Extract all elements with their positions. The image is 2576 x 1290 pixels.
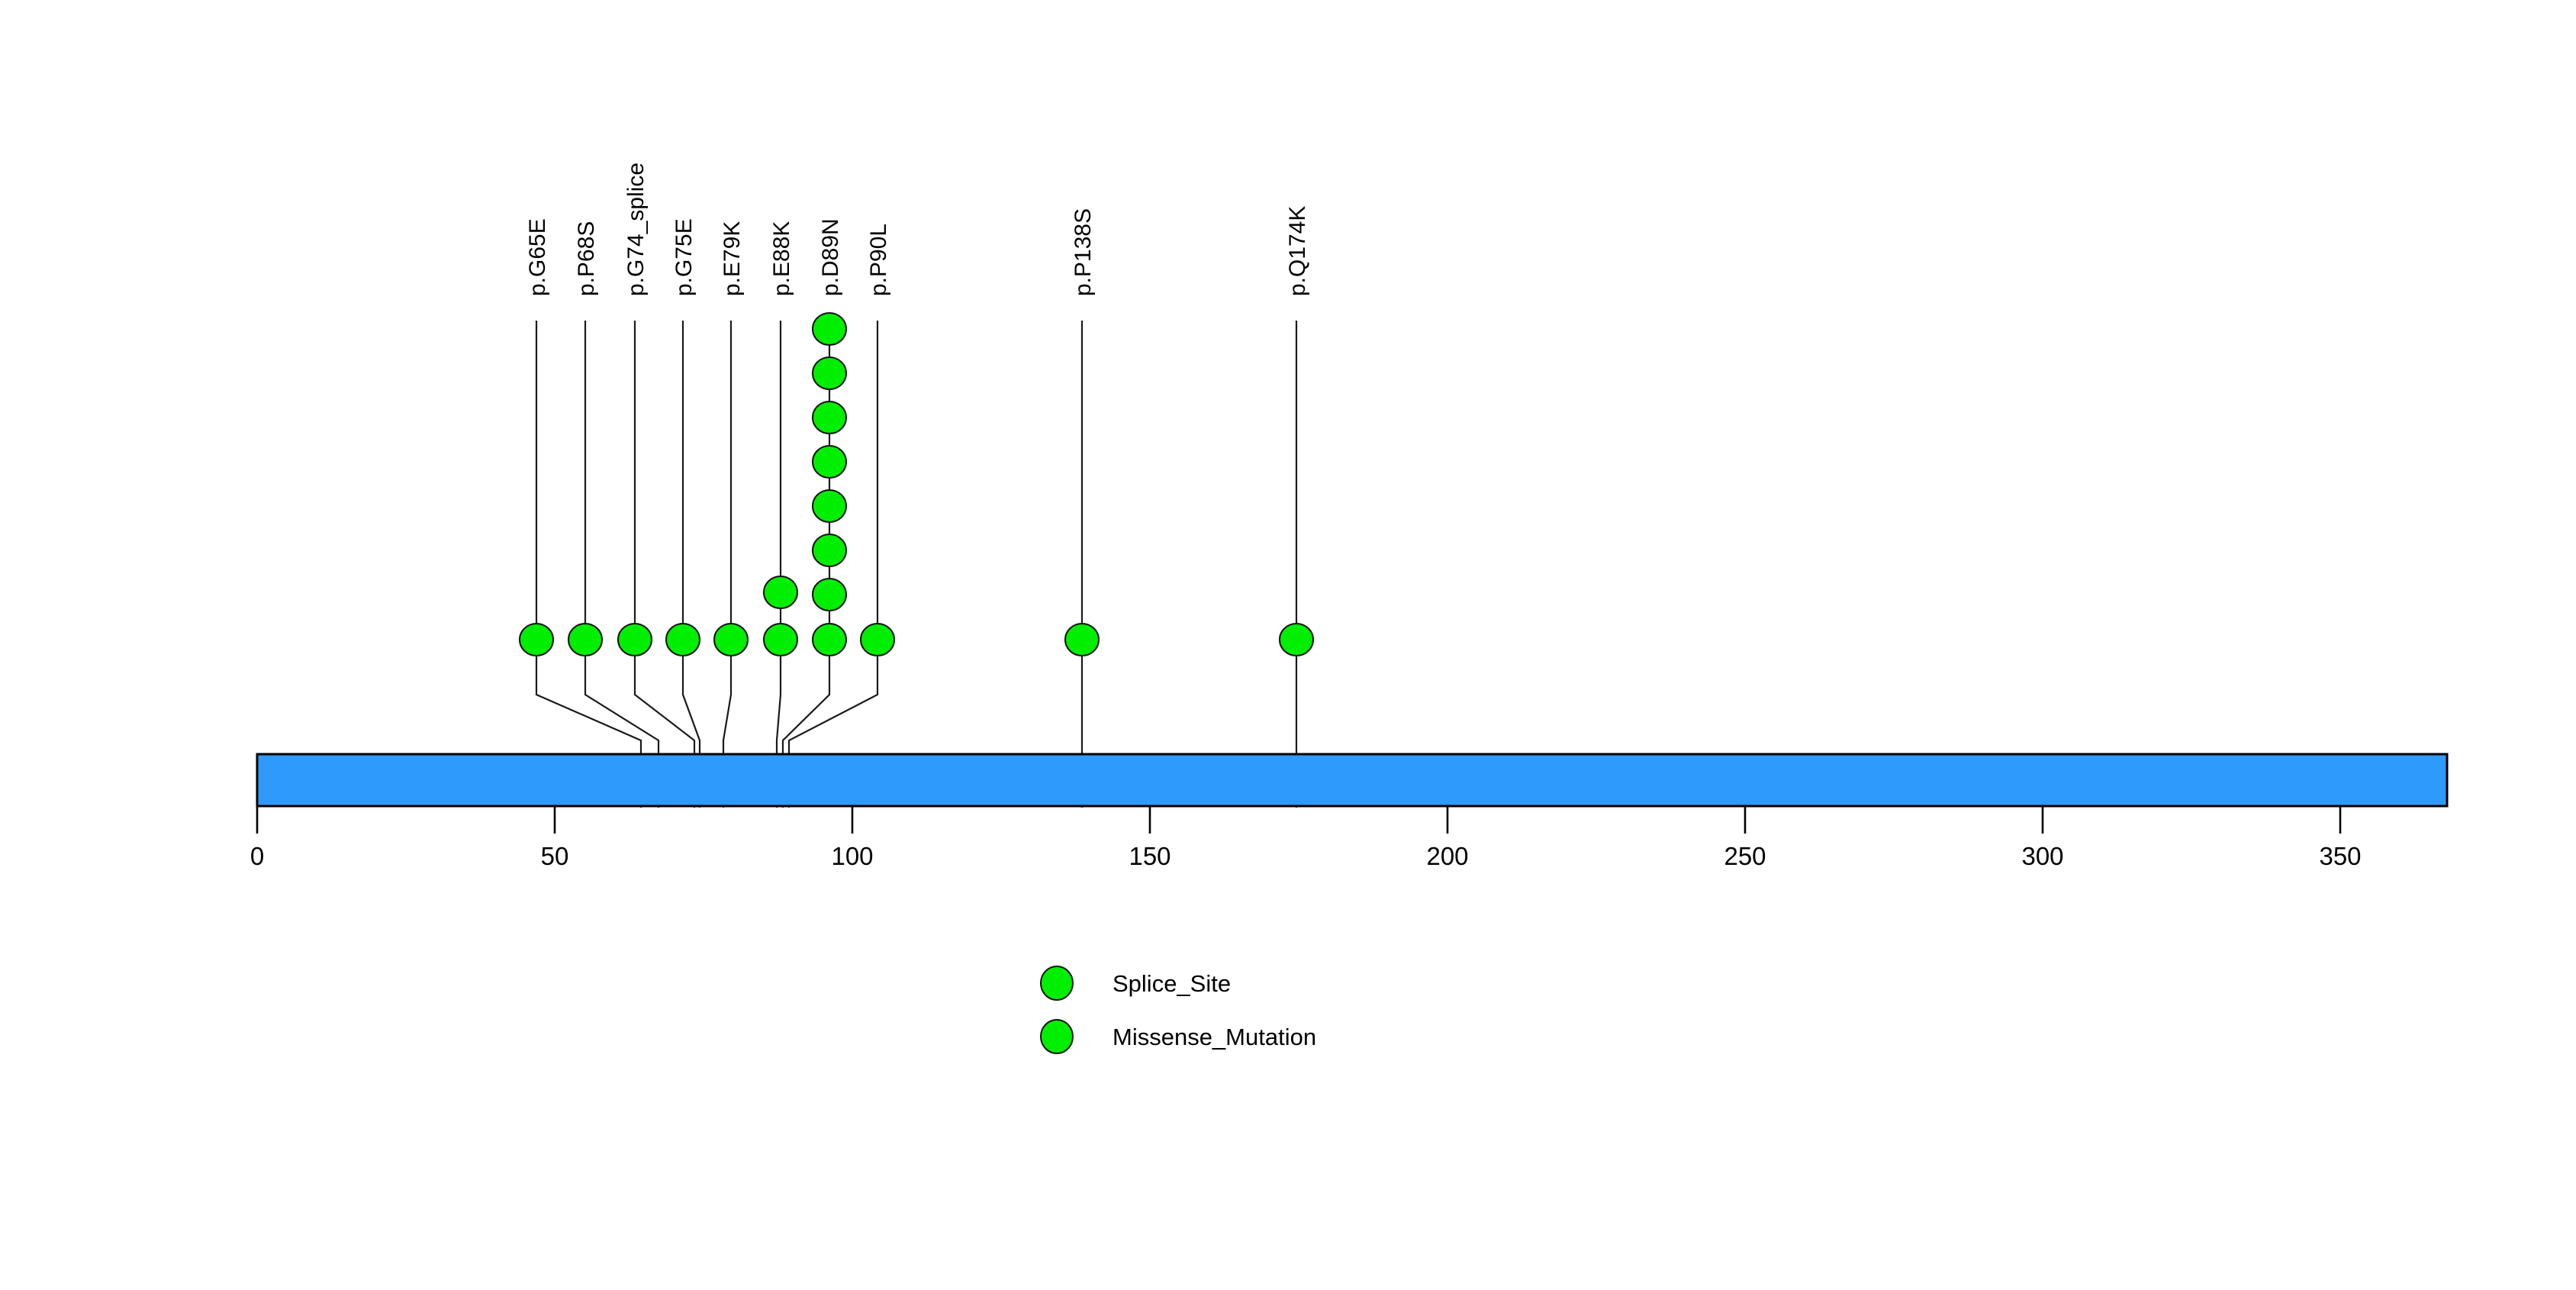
lollipop-marker-p-P90L-1[interactable] — [860, 623, 895, 656]
lollipop-marker-p-D89N-2[interactable] — [812, 578, 847, 611]
mutation-label-p-D89N: p.D89N — [818, 218, 843, 296]
lollipop-marker-p-E88K-1[interactable] — [763, 623, 798, 656]
stem-p-P68S — [584, 321, 660, 808]
lollipop-marker-p-D89N-1[interactable] — [812, 623, 847, 656]
mutation-label-p-P138S: p.P138S — [1071, 208, 1096, 296]
lollipop-marker-p-G65E-1[interactable] — [519, 623, 554, 656]
lollipop-marker-p-D89N-8[interactable] — [812, 312, 847, 346]
legend-swatch-missense-mutation[interactable] — [1040, 1019, 1074, 1054]
mutation-label-p-G65E: p.G65E — [525, 218, 550, 296]
stem-p-G65E — [535, 321, 642, 808]
legend: Splice_Site Missense_Mutation — [1040, 966, 1316, 1054]
lollipop-marker-p-E88K-2[interactable] — [763, 576, 798, 609]
mutation-label-p-P90L: p.P90L — [866, 224, 891, 296]
axis-tick-label-50: 50 — [541, 842, 569, 870]
lollipop-marker-p-D89N-6[interactable] — [812, 401, 847, 434]
mutation-label-p-G75E: p.G75E — [671, 218, 697, 296]
mutation-label-p-G74-splice: p.G74_splice — [623, 163, 649, 296]
mutation-label-p-E88K: p.E88K — [769, 221, 794, 296]
mutation-label-p-P68S: p.P68S — [574, 221, 599, 296]
axis-tick-label-0: 0 — [250, 842, 264, 870]
lollipop-marker-p-Q174K-1[interactable] — [1279, 623, 1314, 656]
lollipop-marker-p-G74-splice-1[interactable] — [617, 623, 652, 656]
stem-p-E79K — [722, 321, 733, 808]
lollipop-marker-p-D89N-7[interactable] — [812, 356, 847, 390]
axis-tick-label-300: 300 — [2021, 842, 2063, 870]
lollipop-marker-p-D89N-4[interactable] — [812, 489, 847, 523]
axis-tick-label-100: 100 — [831, 842, 873, 870]
legend-swatch-splice-site[interactable] — [1040, 966, 1074, 1001]
protein-backbone-bar[interactable] — [256, 753, 2449, 808]
lollipop-marker-p-P68S-1[interactable] — [568, 623, 603, 656]
mutation-label-p-Q174K: p.Q174K — [1285, 206, 1310, 296]
lollipop-markers — [519, 312, 1314, 656]
axis-tick-label-150: 150 — [1129, 842, 1170, 870]
stem-p-G74-splice — [633, 321, 696, 808]
axis-tick-label-200: 200 — [1426, 842, 1468, 870]
lollipop-marker-p-D89N-5[interactable] — [812, 445, 847, 479]
legend-label-splice-site: Splice_Site — [1113, 970, 1231, 997]
mutation-label-group: p.G65E p.P68S p.G74_splice p.G75E p.E79K… — [525, 163, 1310, 296]
mutation-label-p-E79K: p.E79K — [720, 221, 745, 296]
legend-label-missense-mutation: Missense_Mutation — [1113, 1024, 1316, 1050]
axis-tick-label-250: 250 — [1724, 842, 1766, 870]
lollipop-marker-p-G75E-1[interactable] — [665, 623, 700, 656]
lollipop-marker-p-P138S-1[interactable] — [1064, 623, 1100, 656]
x-axis: 0 50 100 150 200 250 300 350 — [250, 805, 2439, 870]
stem-group — [535, 321, 1298, 808]
lollipop-marker-p-E79K-1[interactable] — [713, 623, 749, 656]
lollipop-marker-p-D89N-3[interactable] — [812, 534, 847, 567]
axis-tick-label-350: 350 — [2319, 842, 2361, 870]
stem-p-E88K — [775, 321, 782, 808]
